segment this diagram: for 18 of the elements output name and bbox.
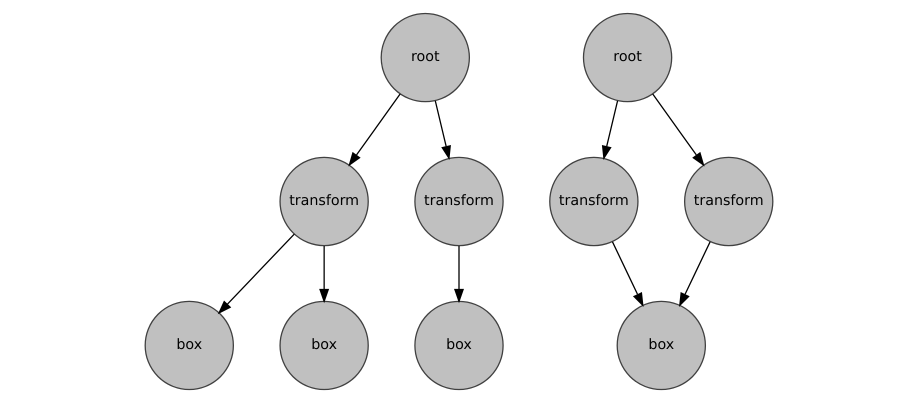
- arrow: [454, 246, 464, 304]
- node-circle: box: [278, 300, 368, 390]
- node-circle: transform: [278, 156, 368, 246]
- node-circle: transform: [414, 156, 504, 246]
- arrow: [434, 100, 450, 160]
- arrow: [318, 246, 329, 304]
- node-circle: transform: [683, 156, 773, 246]
- arrow: [652, 94, 704, 166]
- arrow: [611, 242, 644, 308]
- node-circle: box: [414, 300, 504, 390]
- node-circle: box: [616, 300, 706, 390]
- arrow: [601, 100, 618, 160]
- node-circle: root: [380, 12, 470, 102]
- node-circle: transform: [548, 156, 638, 246]
- arrow: [348, 94, 400, 166]
- node-circle: root: [582, 12, 672, 102]
- arrow: [678, 242, 710, 308]
- arrow: [217, 234, 294, 314]
